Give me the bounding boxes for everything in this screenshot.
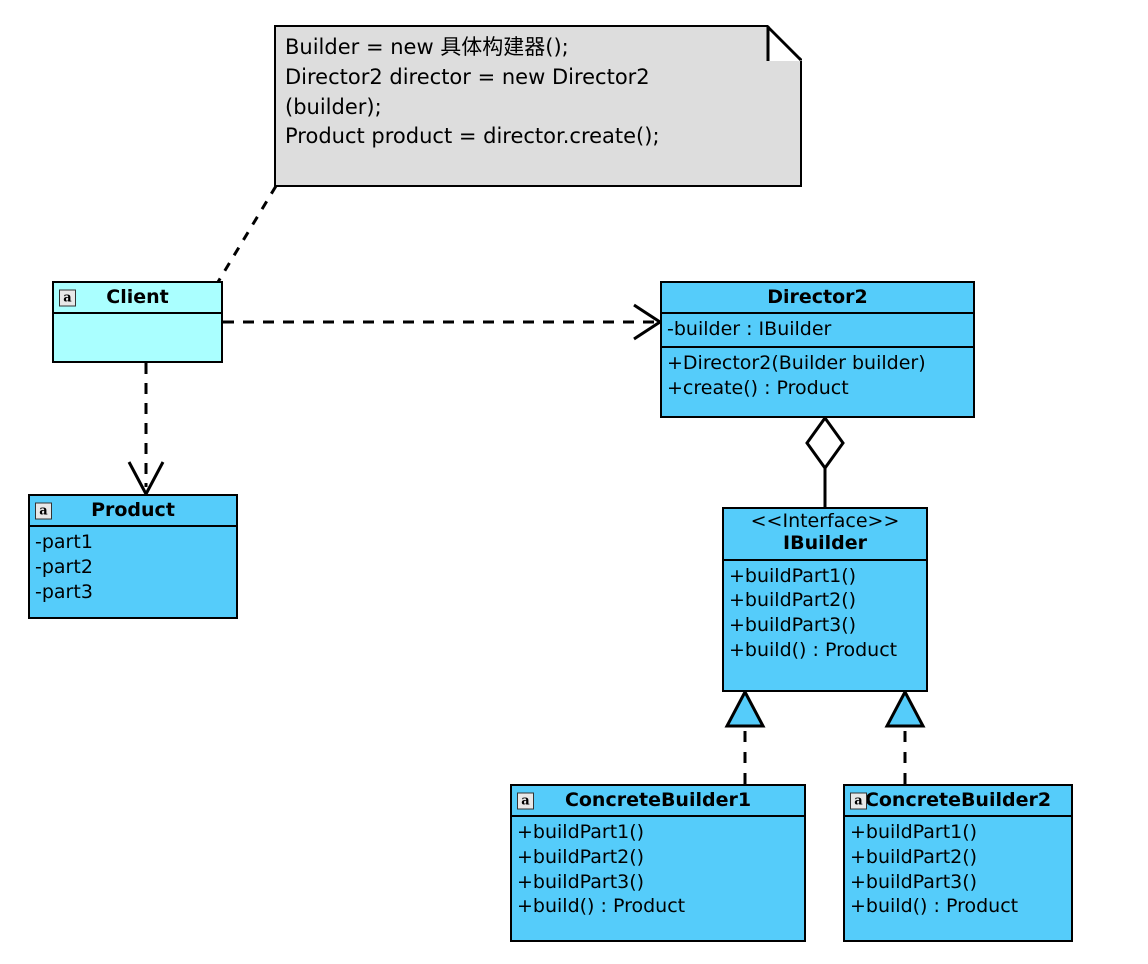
class-operations-concretebuilder1: +buildPart1() +buildPart2() +buildPart3(…	[512, 817, 804, 923]
arrowhead-open-client-product	[127, 461, 165, 498]
class-header-client: a Client	[54, 283, 221, 315]
class-badge-icon: a	[517, 792, 534, 810]
class-header-product: a Product	[30, 496, 236, 528]
diamond-aggregation-director2	[805, 415, 845, 471]
note-fold-corner-icon	[766, 25, 802, 61]
class-header-concretebuilder1: a ConcreteBuilder1	[512, 786, 804, 818]
class-operation: +buildPart2()	[517, 846, 645, 869]
class-box-ibuilder[interactable]: <<Interface>> IBuilder +buildPart1() +bu…	[722, 507, 928, 692]
class-operation: +build() : Product	[850, 895, 1019, 918]
connector-note-to-client	[216, 185, 278, 283]
note-line: (builder);	[285, 94, 382, 119]
class-header-ibuilder: <<Interface>> IBuilder	[724, 509, 926, 561]
class-box-product[interactable]: a Product -part1 -part2 -part3	[28, 494, 238, 619]
class-name-client: Client	[106, 286, 169, 308]
note-line: Product product = director.create();	[285, 124, 660, 149]
class-operations-concretebuilder2: +buildPart1() +buildPart2() +buildPart3(…	[845, 817, 1071, 923]
class-header-director2: Director2	[662, 283, 973, 315]
note-line: Builder = new 具体构建器();	[285, 35, 569, 59]
class-badge-icon: a	[850, 792, 867, 810]
class-attributes-director2: -builder : IBuilder	[662, 314, 973, 346]
class-name-ibuilder: IBuilder	[783, 531, 867, 554]
arrowhead-triangle-cb2	[884, 688, 926, 728]
arrowhead-open-client-director2	[633, 303, 663, 341]
class-operation: +buildPart1()	[729, 564, 857, 587]
class-operation: +buildPart2()	[729, 589, 857, 612]
code-snippet-note: Builder = new 具体构建器(); Director2 directo…	[274, 25, 802, 187]
class-name-director2: Director2	[767, 286, 868, 308]
class-operation: +buildPart3()	[850, 870, 978, 893]
class-name-concretebuilder1: ConcreteBuilder1	[564, 789, 752, 811]
class-stereotype-ibuilder: <<Interface>>	[750, 510, 900, 532]
arrowhead-triangle-cb1	[724, 688, 766, 728]
class-operation: +buildPart3()	[729, 614, 857, 637]
class-attribute: -builder : IBuilder	[667, 318, 832, 341]
class-badge-icon: a	[59, 289, 76, 307]
class-name-concretebuilder2: ConcreteBuilder2	[864, 789, 1052, 811]
class-attribute: -part2	[35, 556, 93, 579]
class-name-product: Product	[91, 499, 175, 521]
class-box-concretebuilder2[interactable]: a ConcreteBuilder2 +buildPart1() +buildP…	[843, 784, 1073, 942]
class-box-director2[interactable]: Director2 -builder : IBuilder +Director2…	[660, 281, 975, 418]
class-operations-director2: +Director2(Builder builder) +create() : …	[662, 346, 973, 404]
class-operation: +build() : Product	[517, 895, 686, 918]
class-operation: +buildPart2()	[850, 846, 978, 869]
class-box-concretebuilder1[interactable]: a ConcreteBuilder1 +buildPart1() +buildP…	[510, 784, 806, 942]
class-box-client[interactable]: a Client	[52, 281, 223, 363]
class-attributes-client	[54, 314, 221, 360]
class-attribute: -part3	[35, 580, 93, 603]
note-line: Director2 director = new Director2	[285, 64, 650, 89]
class-operation: +buildPart1()	[517, 821, 645, 844]
class-operation: +create() : Product	[667, 376, 849, 399]
class-attribute: -part1	[35, 531, 93, 554]
class-operation: +build() : Product	[729, 638, 898, 661]
class-badge-icon: a	[35, 502, 52, 520]
class-attributes-product: -part1 -part2 -part3	[30, 527, 236, 608]
class-operations-ibuilder: +buildPart1() +buildPart2() +buildPart3(…	[724, 561, 926, 667]
class-operation: +buildPart1()	[850, 821, 978, 844]
class-operation: +buildPart3()	[517, 870, 645, 893]
class-header-concretebuilder2: a ConcreteBuilder2	[845, 786, 1071, 818]
class-operation: +Director2(Builder builder)	[667, 352, 926, 375]
